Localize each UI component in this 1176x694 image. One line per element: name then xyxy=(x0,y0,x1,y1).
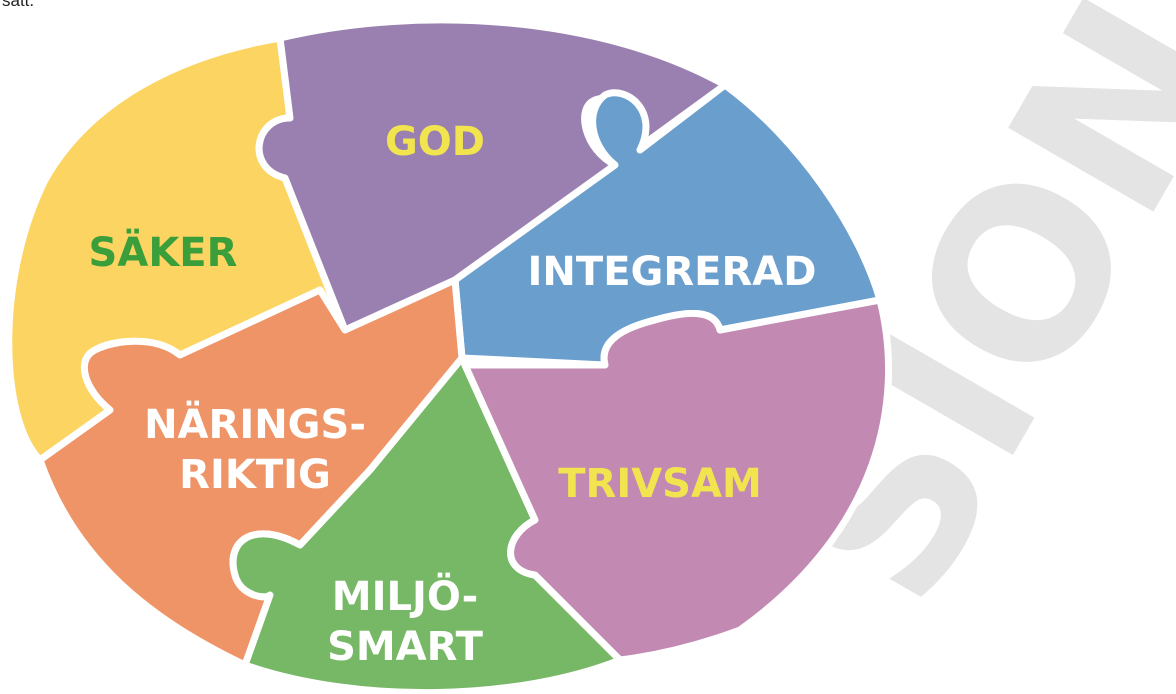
label-naringsriktig-2: RIKTIG xyxy=(179,452,331,498)
top-text-fragment: sätt. xyxy=(2,0,35,10)
label-miljosmart-2: SMART xyxy=(327,624,484,670)
label-naringsriktig-1: NÄRINGS- xyxy=(144,400,366,448)
piece-trivsam xyxy=(461,296,892,664)
label-trivsam: TRIVSAM xyxy=(558,461,762,507)
label-integrerad: INTEGRERAD xyxy=(528,249,817,295)
label-saker: SÄKER xyxy=(89,228,238,276)
label-god: GOD xyxy=(385,119,485,165)
label-miljosmart-1: MILJÖ- xyxy=(332,572,478,620)
